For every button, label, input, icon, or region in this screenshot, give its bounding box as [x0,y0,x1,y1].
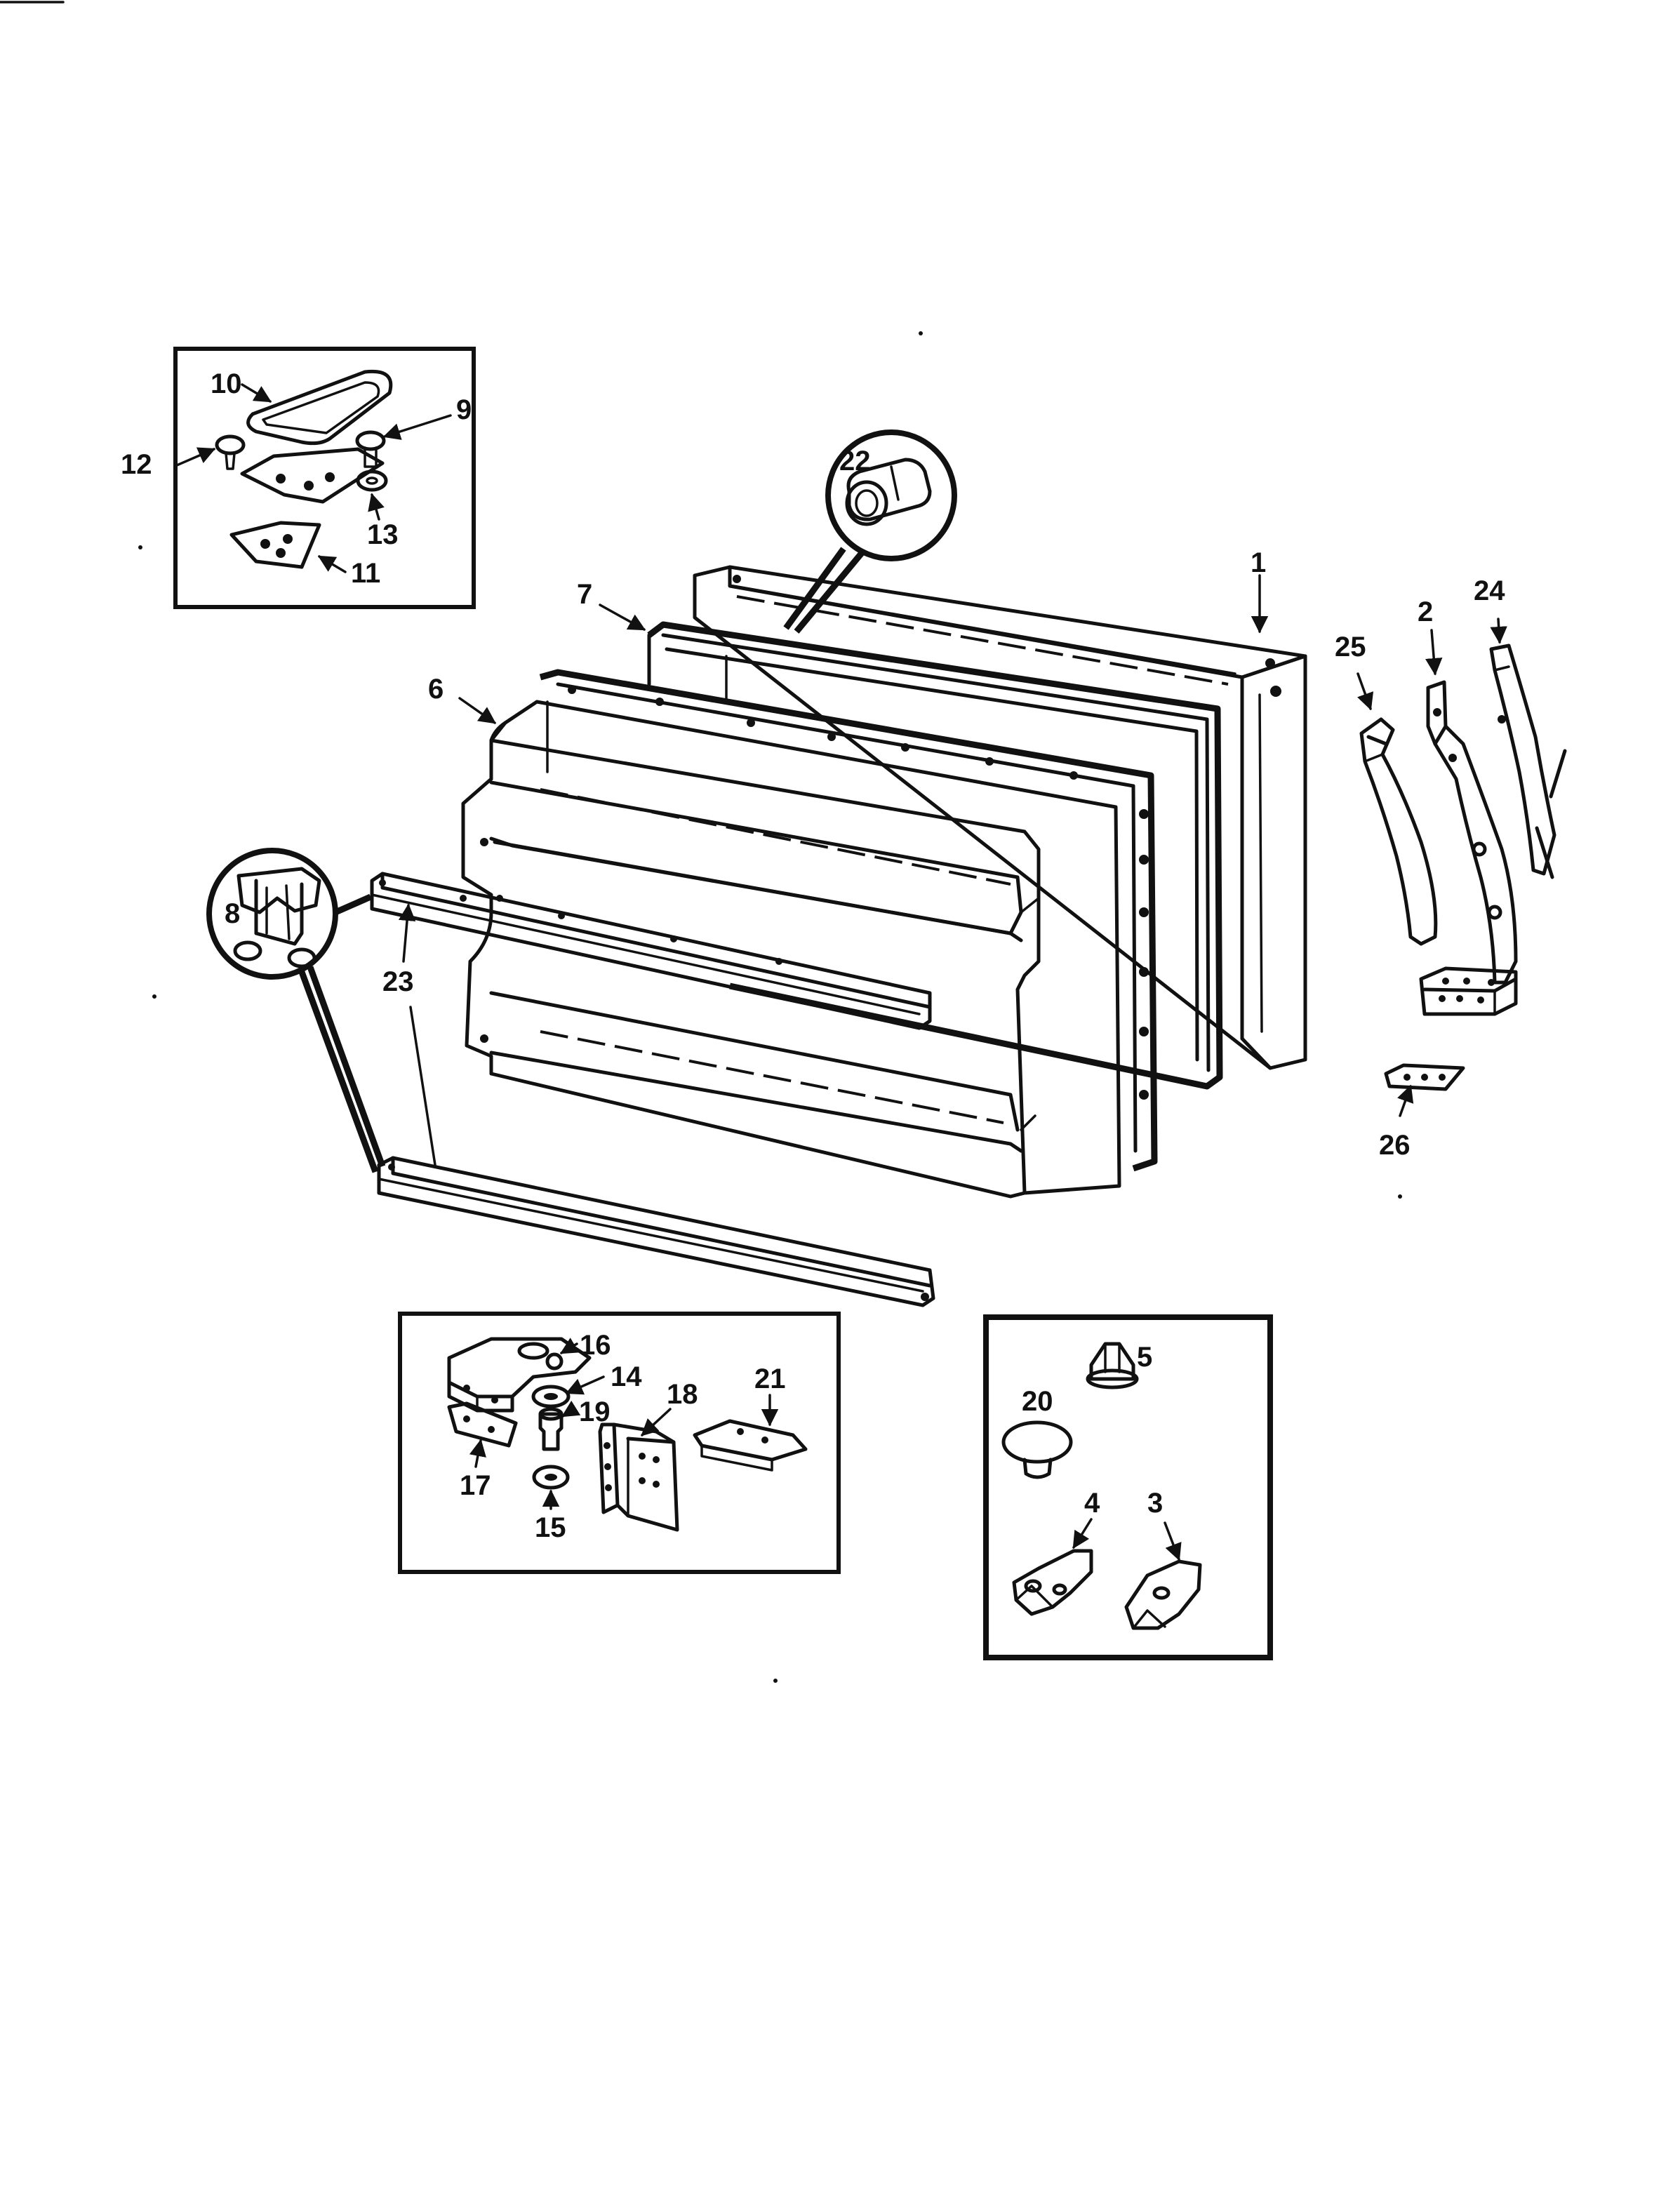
callout-18: 18 [667,1379,698,1410]
callout-1: 1 [1251,547,1266,578]
part-9-pin [355,430,386,451]
callout-13: 13 [367,519,399,550]
part-18-hinge-plate [598,1422,620,1514]
part-26-shim [1384,1063,1465,1091]
callout-26: 26 [1379,1130,1411,1161]
part-1-door-outer-panel [693,565,1307,1070]
part-19-pin [538,1412,564,1451]
callout-17: 17 [460,1470,491,1501]
part-15-washer [532,1465,570,1490]
part-10-cover [246,369,393,446]
part-25-handle-end-cap [1359,717,1438,946]
part-23-upper-bar [370,872,932,1030]
callout-6: 6 [428,674,444,705]
part-13-washer [356,469,388,492]
inset-box-fasteners: 5 20 4 3 [983,1314,1273,1660]
part-8-detail-circle: 8 [206,848,386,1173]
part-24-handle-trim [1489,644,1567,879]
inset-box-hinge-parts: 16 14 19 18 21 17 15 [398,1312,841,1574]
part-11-shim [229,521,321,569]
callout-8: 8 [225,898,240,929]
callout-25: 25 [1335,632,1366,662]
callout-12: 12 [121,449,152,480]
callout-2: 2 [1418,596,1433,627]
callout-23: 23 [382,966,414,997]
callout-20: 20 [1022,1386,1053,1417]
part-12-screw [215,434,246,455]
callout-22: 22 [839,446,871,476]
callout-24: 24 [1474,575,1505,606]
callout-16: 16 [580,1330,611,1361]
part-3-clip [1124,1559,1202,1630]
callout-14: 14 [611,1361,642,1392]
part-16-hinge-bracket [447,1337,592,1399]
part-7-gasket [647,621,1223,1090]
part-20-plug [1001,1420,1073,1464]
callout-10: 10 [211,368,242,399]
part-23-lower-bar [377,1156,935,1307]
callout-9: 9 [456,394,472,425]
main-callouts: 1 7 6 25 2 24 26 23 [382,547,1507,1166]
callout-3: 3 [1147,1488,1163,1519]
part-4-clip [1012,1549,1093,1616]
part-2-handle [1419,680,1518,1016]
part-6-inner-liner [461,669,1158,1199]
callout-7: 7 [577,579,592,610]
inset-box-hinge-cover: 10 12 9 13 11 [121,347,476,609]
part-22-detail-circle: 22 [783,429,957,634]
hinge-plate [240,447,385,504]
part-17-shim [447,1401,518,1448]
callout-21: 21 [754,1364,786,1394]
callout-11: 11 [351,558,380,589]
callout-19: 19 [579,1396,611,1427]
part-14-washer [531,1385,571,1408]
callout-15: 15 [535,1512,566,1543]
callout-4: 4 [1084,1488,1100,1519]
part-21-bracket [693,1419,808,1462]
callout-5: 5 [1137,1342,1152,1373]
